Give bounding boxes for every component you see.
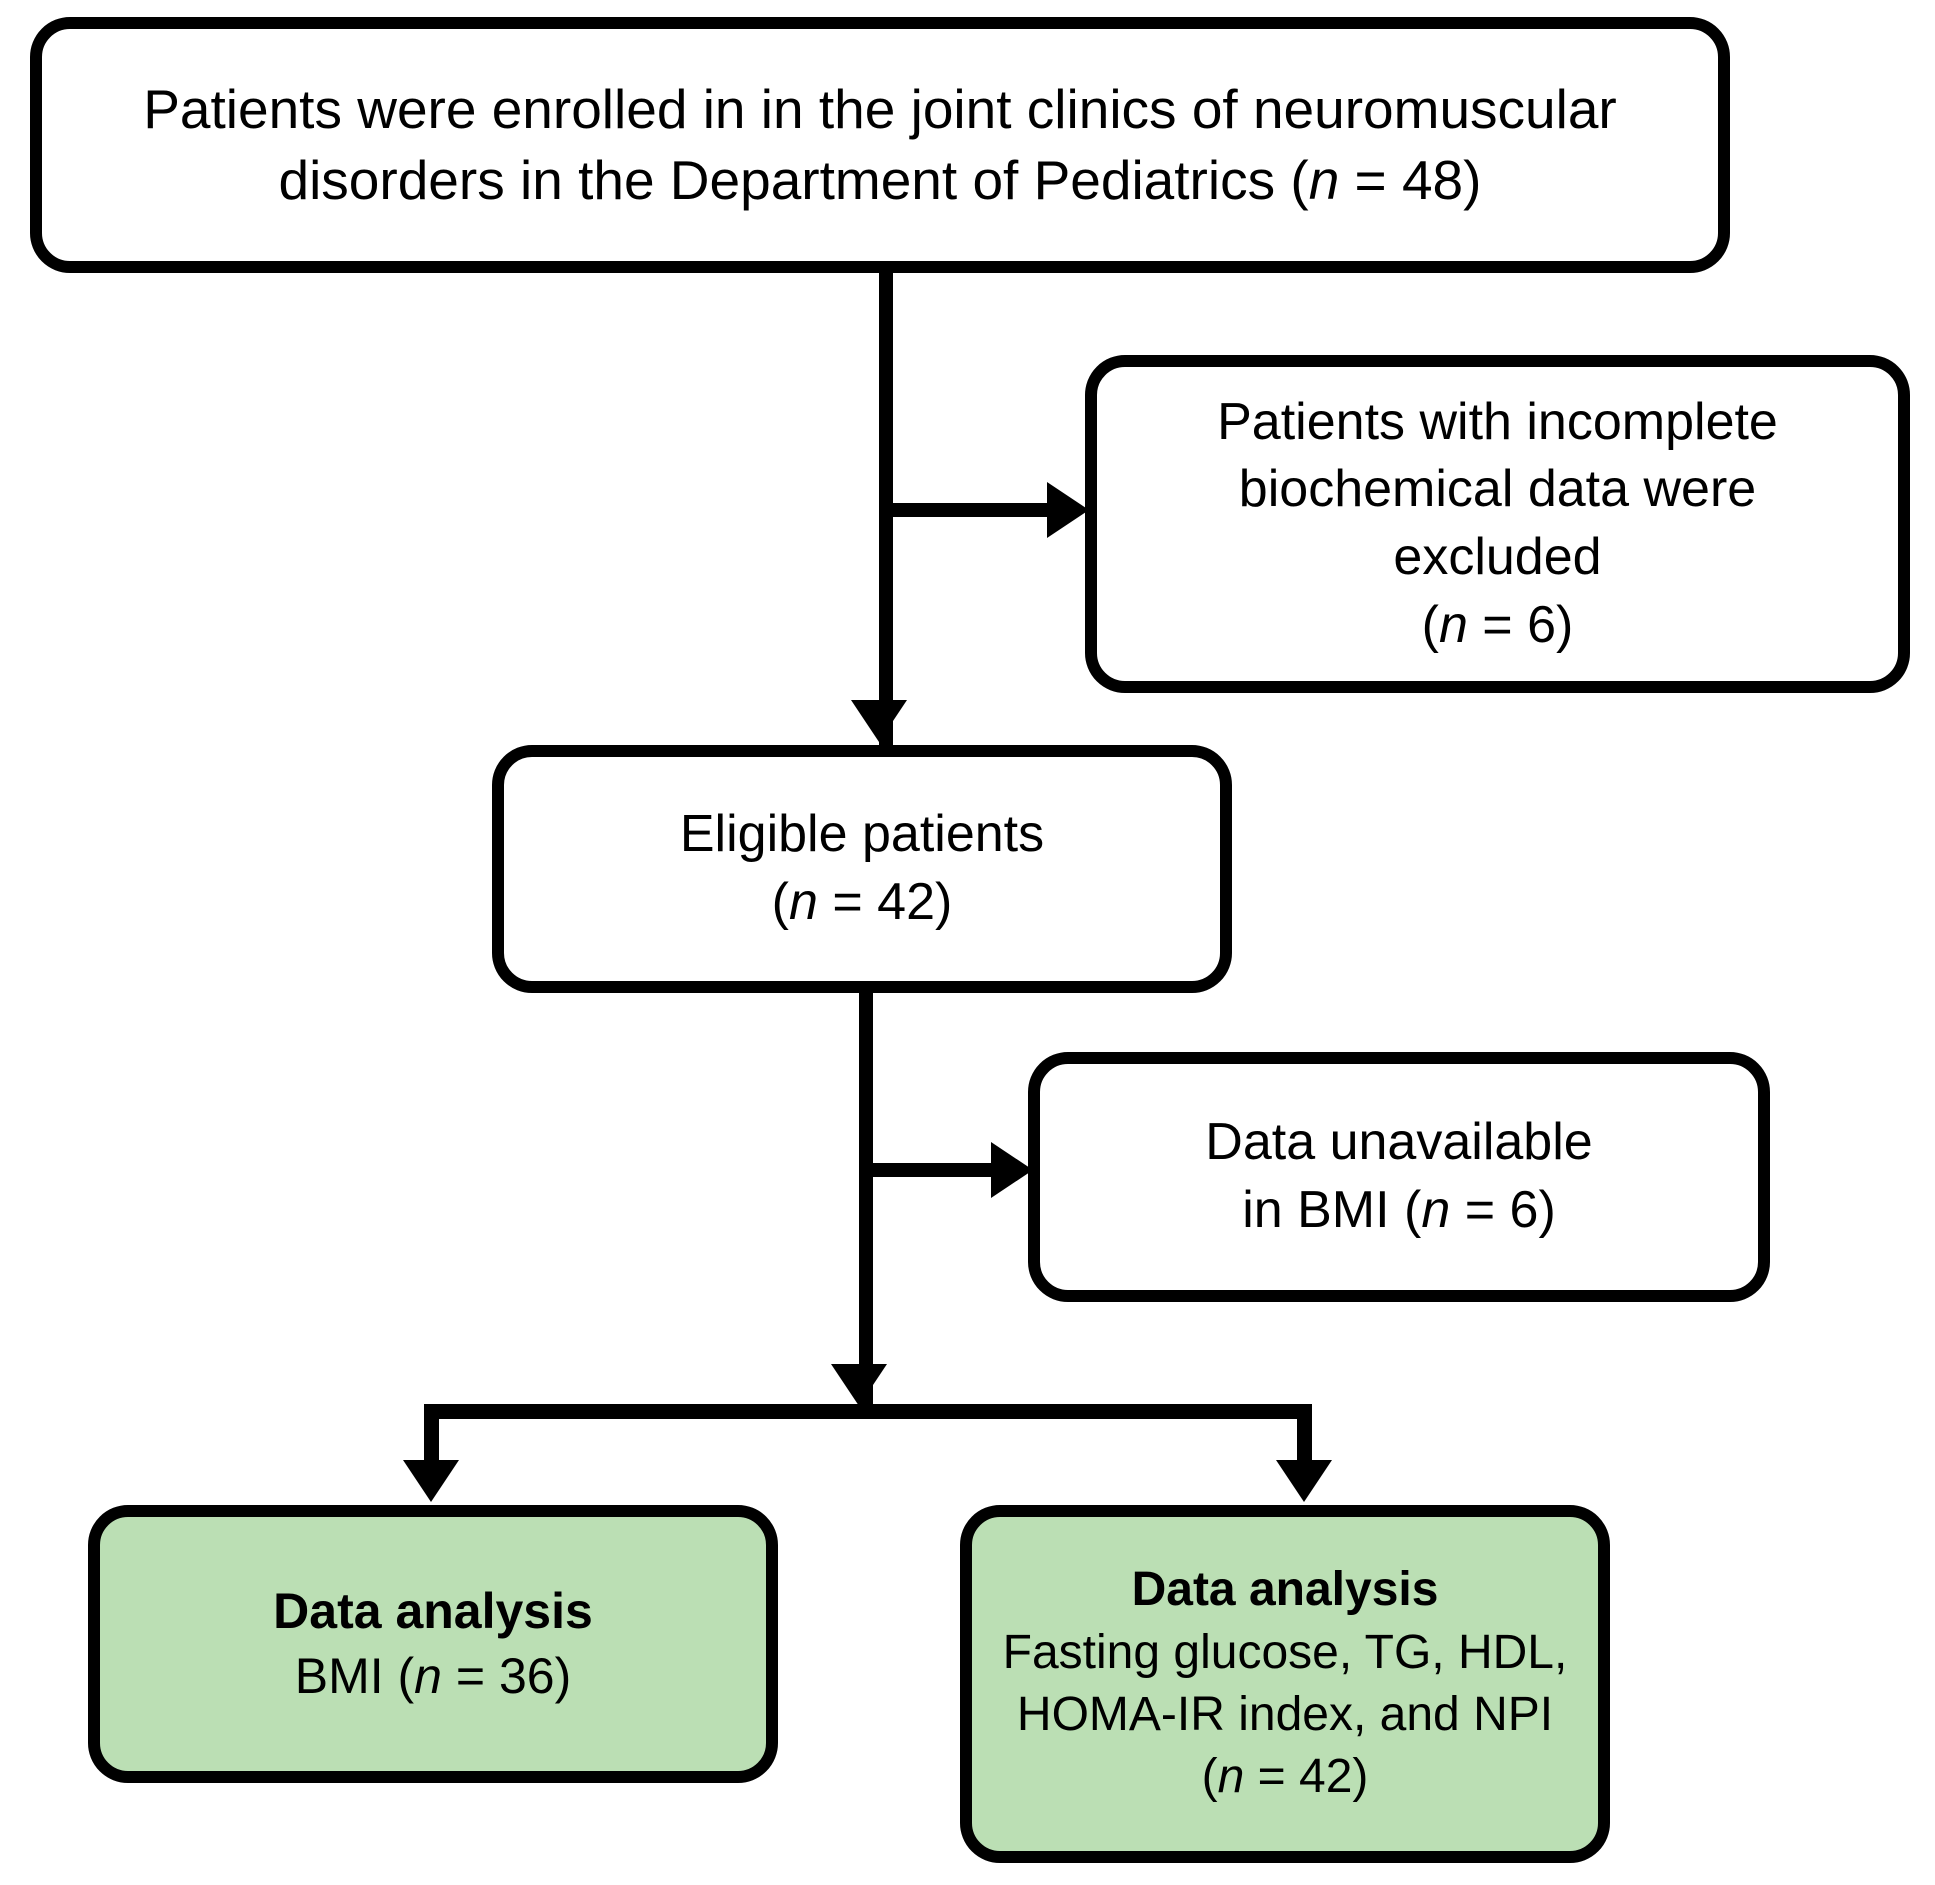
- analysis-lab-line-4-post: = 42): [1244, 1750, 1369, 1804]
- excluded-line-4-pre: (: [1421, 595, 1439, 654]
- unavailable-line-2-n: n: [1421, 1181, 1451, 1239]
- enrolled-line-2-pre: disorders in the Department of Pediatric…: [278, 149, 1309, 211]
- eligible-line-2-n: n: [788, 873, 818, 931]
- analysis-bmi-heading: Data analysis: [273, 1583, 593, 1639]
- connector-eligible-to-unavailable-line: [859, 1163, 991, 1177]
- connector-eligible-to-unavailable-arrowhead-icon: [991, 1142, 1033, 1198]
- eligible-line-1: Eligible patients: [679, 805, 1045, 864]
- eligible-line-2-pre: (: [771, 873, 789, 931]
- connector-eligible-to-split-line: [859, 988, 873, 1413]
- connector-split-horizontal-bar: [424, 1404, 1312, 1419]
- analysis-lab-line-3: HOMA-IR index, and NPI: [1016, 1688, 1554, 1741]
- connector-enrolled-to-excluded-arrowhead-icon: [1047, 482, 1089, 538]
- node-patients-enrolled-text: Patients were enrolled in in the joint c…: [125, 74, 1635, 217]
- enrolled-line-2-post: = 48): [1339, 149, 1482, 211]
- connector-eligible-to-split-arrowhead-icon: [831, 1364, 887, 1406]
- excluded-line-3: excluded: [1393, 528, 1602, 586]
- unavailable-line-1: Data unavailable: [1205, 1113, 1593, 1172]
- connector-enrolled-to-eligible-arrowhead-icon: [851, 700, 907, 742]
- node-excluded-incomplete-data-text: Patients with incomplete biochemical data…: [1199, 389, 1796, 659]
- node-excluded-incomplete-data: Patients with incomplete biochemical data…: [1085, 355, 1910, 693]
- analysis-lab-line-4-n: n: [1217, 1750, 1245, 1804]
- analysis-bmi-line-2-post: = 36): [441, 1648, 572, 1704]
- unavailable-line-2-post: = 6): [1450, 1181, 1556, 1239]
- enrolled-line-1: Patients were enrolled in in the joint c…: [143, 77, 1617, 140]
- analysis-bmi-line-2-pre: BMI (: [294, 1648, 415, 1704]
- connector-split-left-arrowhead-icon: [403, 1460, 459, 1502]
- node-eligible-patients: Eligible patients (n = 42): [492, 745, 1232, 993]
- connector-split-left-drop-line: [424, 1404, 439, 1472]
- excluded-line-4-post: = 6): [1467, 595, 1574, 654]
- analysis-lab-line-2: Fasting glucose, TG, HDL,: [1002, 1625, 1568, 1679]
- excluded-line-4-n: n: [1438, 595, 1468, 654]
- unavailable-line-2-pre: in BMI (: [1242, 1181, 1422, 1239]
- node-data-unavailable-bmi-text: Data unavailable in BMI (n = 6): [1187, 1109, 1610, 1244]
- analysis-lab-line-4-pre: (: [1201, 1750, 1218, 1804]
- excluded-line-1: Patients with incomplete: [1217, 392, 1778, 451]
- enrolled-line-2-n: n: [1308, 149, 1340, 211]
- connector-split-right-drop-line: [1297, 1404, 1312, 1472]
- node-data-unavailable-bmi: Data unavailable in BMI (n = 6): [1028, 1052, 1770, 1302]
- analysis-bmi-line-2-n: n: [414, 1648, 442, 1704]
- connector-split-right-arrowhead-icon: [1276, 1460, 1332, 1502]
- node-patients-enrolled: Patients were enrolled in in the joint c…: [30, 17, 1730, 273]
- analysis-lab-heading: Data analysis: [1131, 1563, 1439, 1617]
- node-eligible-patients-text: Eligible patients (n = 42): [662, 801, 1062, 936]
- excluded-line-2: biochemical data were: [1238, 460, 1757, 519]
- connector-enrolled-to-excluded-line: [879, 503, 1047, 517]
- eligible-line-2-post: = 42): [817, 873, 953, 931]
